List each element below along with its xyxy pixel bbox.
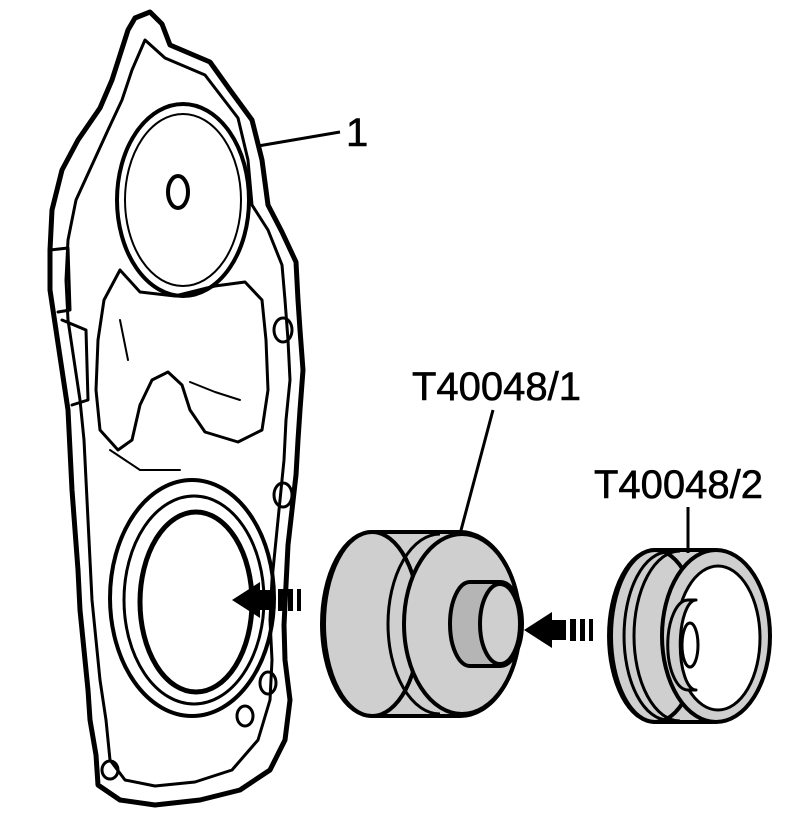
callouts	[257, 130, 690, 553]
callout-label-1: 1	[346, 111, 368, 155]
cover-plate	[47, 9, 306, 808]
tool-t40048-1	[320, 530, 524, 718]
tool-1-shoulder	[386, 532, 441, 716]
arrow-head	[232, 582, 260, 618]
tool-2-bore-depth	[666, 598, 698, 692]
arrow-shaft	[552, 620, 566, 640]
upper-plug-hole	[166, 174, 190, 210]
leader-line-t40048-1	[458, 409, 495, 535]
bolt-hole	[100, 759, 120, 781]
bolt-holes	[100, 316, 294, 781]
arrow-dash	[278, 589, 284, 611]
cover-plate-ledge	[48, 246, 90, 407]
cover-plate-rib	[109, 319, 241, 471]
bolt-hole	[272, 316, 294, 344]
leader-line-1	[257, 130, 341, 148]
arrow-dash	[297, 589, 301, 611]
arrow-shaft	[260, 590, 274, 610]
bolt-hole	[272, 481, 294, 509]
tool-2-groove	[622, 549, 681, 723]
tool-1-spigot-face	[478, 582, 522, 666]
tool-2-inner-hole	[680, 621, 700, 669]
arrow-head	[524, 612, 552, 648]
cover-plate-cutout	[94, 268, 270, 452]
callout-label-t40048-1: T40048/1	[412, 365, 581, 409]
arrow-dash	[570, 619, 576, 641]
arrow-dash	[580, 619, 585, 641]
tool-t40048-2	[607, 548, 772, 724]
bolt-hole	[258, 670, 278, 696]
cover-plate-flange	[64, 38, 292, 788]
upper-plug-rim	[124, 113, 242, 287]
arrow-dash	[288, 589, 293, 611]
upper-plug	[115, 102, 251, 298]
bolt-hole	[235, 704, 255, 728]
insert-arrow-1	[232, 582, 301, 618]
callout-label-t40048-2: T40048/2	[594, 463, 763, 507]
insert-arrow-2	[524, 612, 593, 648]
arrow-dash	[589, 619, 593, 641]
